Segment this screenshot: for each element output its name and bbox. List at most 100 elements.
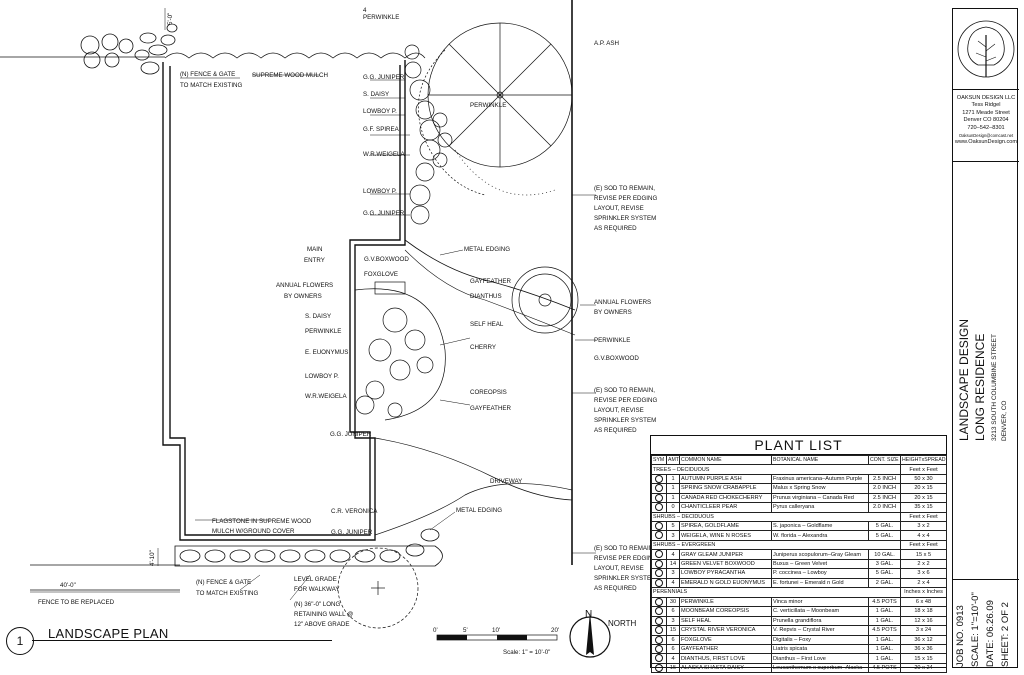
plant-common-name: CRYSTAL RIVER VERONICA bbox=[679, 624, 772, 636]
plant-amount: 14 bbox=[666, 558, 680, 570]
scale-0: 0' bbox=[433, 627, 438, 634]
label-retaining-1: (N) 36"-0" LONG bbox=[294, 601, 341, 608]
plant-symbol-icon bbox=[655, 636, 663, 644]
job-number: JOB NO. 0913 bbox=[955, 605, 966, 667]
label-by-owners-2: BY OWNERS bbox=[594, 309, 632, 316]
plant-amount: 6 bbox=[666, 643, 680, 655]
plant-height-spread: 4 x 4 bbox=[900, 530, 947, 541]
label-fence-replaced: FENCE TO BE REPLACED bbox=[38, 599, 115, 606]
plant-symbol bbox=[651, 606, 667, 617]
label-dim-5: 5'-0" bbox=[167, 13, 174, 25]
plant-symbol-icon bbox=[655, 560, 663, 568]
plant-height-spread: 3 x 24 bbox=[900, 624, 947, 636]
plant-amount: 1 bbox=[666, 492, 680, 504]
plant-botanical-name: V. Repvis – Crystal River bbox=[771, 624, 869, 636]
section-units: Feet x Feet bbox=[900, 464, 947, 475]
plant-height-spread: 2 x 2 bbox=[900, 558, 947, 570]
label-e-euonymus: E. EUONYMUS bbox=[305, 349, 348, 356]
label-sod-2c: LAYOUT, REVISE bbox=[594, 407, 644, 414]
mulch-border bbox=[164, 52, 426, 59]
firm-street: 1271 Meade Street bbox=[962, 109, 1010, 116]
plant-symbol bbox=[651, 558, 667, 570]
label-coreopsis: COREOPSIS bbox=[470, 389, 507, 396]
plant-botanical-name: C. verticillata – Moonbeam bbox=[771, 606, 869, 617]
plant-common-name: DIANTHUS, FIRST LOVE bbox=[679, 653, 772, 664]
plant-botanical-name: Buxus – Green Velvet bbox=[771, 558, 869, 570]
plant-container-size: 10 GAL. bbox=[868, 549, 901, 560]
cherry-tree bbox=[337, 547, 419, 629]
label-cr-veronica: C.R. VERONICA bbox=[331, 508, 378, 515]
header-height: HEIGHTxSPREAD bbox=[900, 454, 947, 466]
plant-common-name: MOONBEAM COREOPSIS bbox=[679, 606, 772, 617]
plant-symbol bbox=[651, 568, 667, 579]
plan-title: LANDSCAPE PLAN bbox=[48, 626, 169, 641]
plant-amount: 30 bbox=[666, 596, 680, 608]
sheet-number: SHEET: 2 OF 2 bbox=[1000, 602, 1011, 667]
plant-symbol bbox=[651, 530, 667, 541]
plant-height-spread: 36 x 12 bbox=[900, 634, 947, 646]
header-botanical: BOTANICAL NAME bbox=[771, 454, 869, 466]
firm-email: OaksunDesign@comcast.net bbox=[958, 133, 1014, 139]
plant-symbol-icon bbox=[655, 598, 663, 606]
plant-container-size: 1 GAL. bbox=[868, 606, 901, 617]
plant-container-size: 2 GAL. bbox=[868, 577, 901, 589]
label-supreme-mulch: SUPREME WOOD MULCH bbox=[252, 72, 328, 79]
label-sod-1a: (E) SOD TO REMAIN, bbox=[594, 185, 655, 192]
scale-bar: 0' 5' 10' 20' Scale: 1" = 10'-0" bbox=[433, 627, 559, 656]
plant-height-spread: 36 x 36 bbox=[900, 643, 947, 655]
label-self-heal: SELF HEAL bbox=[470, 321, 504, 328]
plan-title-underline bbox=[32, 640, 332, 641]
plant-botanical-name: Digitalis – Foxy bbox=[771, 634, 869, 646]
label-perwinkle-2: PERWINKLE bbox=[470, 102, 506, 109]
plant-list: PLANT LIST SYM AMT COMMON NAME BOTANICAL… bbox=[650, 435, 947, 674]
plant-symbol bbox=[651, 492, 667, 504]
plant-symbol bbox=[651, 662, 667, 674]
header-common: COMMON NAME bbox=[679, 454, 772, 466]
scale-10: 10' bbox=[492, 627, 500, 634]
firm-web: www.OaksunDesign.com bbox=[954, 139, 1018, 146]
plant-height-spread: 6 x 48 bbox=[900, 596, 947, 608]
plant-amount: 0 bbox=[666, 502, 680, 513]
plant-symbol bbox=[651, 634, 667, 646]
plant-container-size: 4.5 POTS bbox=[868, 624, 901, 636]
plant-amount: 6 bbox=[666, 606, 680, 617]
label-metal-edging-1: METAL EDGING bbox=[464, 246, 510, 253]
title-block: OAKSUN DESIGN LLC Tess Ridgel 1271 Meade… bbox=[952, 8, 1019, 668]
round-bed bbox=[511, 266, 579, 334]
plant-botanical-name: Pyrus calleryana bbox=[771, 502, 869, 513]
label-ap-ash: A.P. ASH bbox=[594, 40, 619, 47]
label-sod-3c: LAYOUT, REVISE bbox=[594, 565, 644, 572]
oak-tree-logo bbox=[957, 20, 1015, 78]
plant-container-size: 5 GAL. bbox=[868, 520, 901, 532]
plant-amount: 3 bbox=[666, 568, 680, 579]
plant-amount: 15 bbox=[666, 662, 680, 674]
plant-amount: 1 bbox=[666, 473, 680, 485]
plant-symbol-icon bbox=[655, 475, 663, 483]
label-retaining-3: 12" ABOVE GRADE bbox=[294, 621, 350, 628]
plant-amount: 4 bbox=[666, 577, 680, 589]
label-lowboy-p-2: LOWBOY P. bbox=[363, 188, 397, 195]
plant-list-table: SYM AMT COMMON NAME BOTANICAL NAME CONT.… bbox=[651, 454, 947, 674]
plant-list-title: PLANT LIST bbox=[651, 436, 946, 455]
scale-text: Scale: 1" = 10'-0" bbox=[503, 649, 550, 656]
plant-botanical-name: Vinca minor bbox=[771, 596, 869, 608]
plant-common-name: EMERALD N GOLD EUONYMUS bbox=[679, 577, 772, 589]
section-name: SHRUBS – EVERGREEN bbox=[651, 539, 901, 551]
sheet-scale: SCALE: 1"=10'-0" bbox=[970, 592, 981, 667]
plant-symbol-icon bbox=[655, 532, 663, 540]
firm-phone: 720–542–8301 bbox=[967, 124, 1005, 131]
plant-container-size: 1 GAL. bbox=[868, 643, 901, 655]
north-n: N bbox=[585, 609, 592, 620]
plant-symbol bbox=[651, 596, 667, 608]
